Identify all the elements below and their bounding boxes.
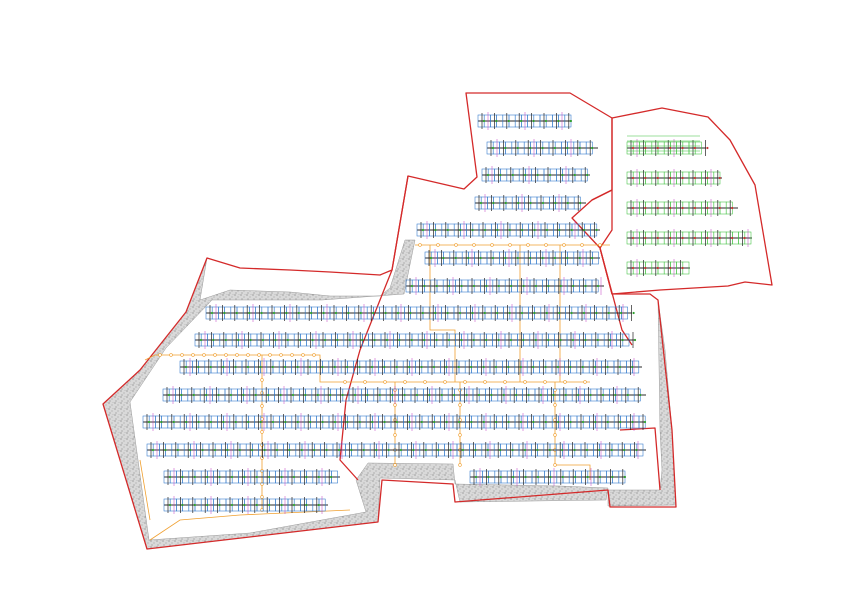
route-node (458, 403, 462, 407)
panel-row (146, 441, 646, 459)
route-node (158, 353, 162, 357)
route-node (563, 380, 567, 384)
panel-row-east (626, 169, 722, 187)
route-node (235, 353, 239, 357)
site-boundary (102, 92, 773, 550)
route-node (463, 380, 467, 384)
route-node (553, 403, 557, 407)
route-node (490, 243, 494, 247)
route-node (443, 380, 447, 384)
panel-row (416, 221, 600, 239)
panel-row (469, 468, 626, 486)
route-node (454, 243, 458, 247)
route-node (383, 380, 387, 384)
route-node (257, 353, 261, 357)
route-node (403, 380, 407, 384)
route-node (583, 380, 587, 384)
route-node (260, 482, 264, 486)
route-node (260, 378, 264, 382)
route-node (202, 353, 206, 357)
route-node (553, 433, 557, 437)
panel-row (163, 468, 340, 486)
panel-row (424, 249, 600, 267)
route-node (260, 495, 264, 499)
route-node (343, 380, 347, 384)
route-node (508, 243, 512, 247)
route-node (553, 463, 557, 467)
route-node (213, 353, 217, 357)
panel-row (142, 413, 647, 431)
east-array-boundary (599, 107, 773, 295)
route-node (312, 353, 316, 357)
route-node (393, 433, 397, 437)
panel-row (162, 386, 646, 404)
route-node (290, 353, 294, 357)
route-node (526, 243, 530, 247)
panel-arrays (142, 112, 752, 514)
panel-row (163, 496, 328, 514)
cable-routes (139, 243, 610, 541)
route-node (260, 404, 264, 408)
route-node (544, 243, 548, 247)
route-node (562, 243, 566, 247)
route-node (191, 353, 195, 357)
route-node (279, 353, 283, 357)
route-node (418, 243, 422, 247)
panel-row (205, 304, 635, 322)
panel-row (194, 331, 637, 349)
route-node (472, 243, 476, 247)
route-node (180, 353, 184, 357)
route-node (423, 380, 427, 384)
panel-row-east (626, 139, 709, 157)
panel-row (477, 112, 572, 130)
panel-row (179, 358, 642, 376)
route-node (483, 380, 487, 384)
route-node (169, 353, 173, 357)
route-node (301, 353, 305, 357)
route-node (598, 243, 602, 247)
gravel-margin (102, 239, 677, 550)
route-node (393, 463, 397, 467)
route-node (268, 353, 272, 357)
panel-row (481, 166, 590, 184)
route-node (543, 380, 547, 384)
panel-row-east (626, 229, 752, 247)
panel-row (486, 139, 598, 157)
panel-row (474, 194, 586, 212)
route-node (246, 353, 250, 357)
panel-row-east (626, 199, 738, 217)
route-node (393, 403, 397, 407)
route-node (363, 380, 367, 384)
route-node (523, 380, 527, 384)
panel-row (405, 277, 604, 295)
route-node (436, 243, 440, 247)
route-node (503, 380, 507, 384)
panel-row-east (626, 259, 690, 277)
route-node (458, 433, 462, 437)
route-node (458, 463, 462, 467)
route-node (224, 353, 228, 357)
route-node (260, 456, 264, 460)
route-node (580, 243, 584, 247)
route-node (260, 430, 264, 434)
